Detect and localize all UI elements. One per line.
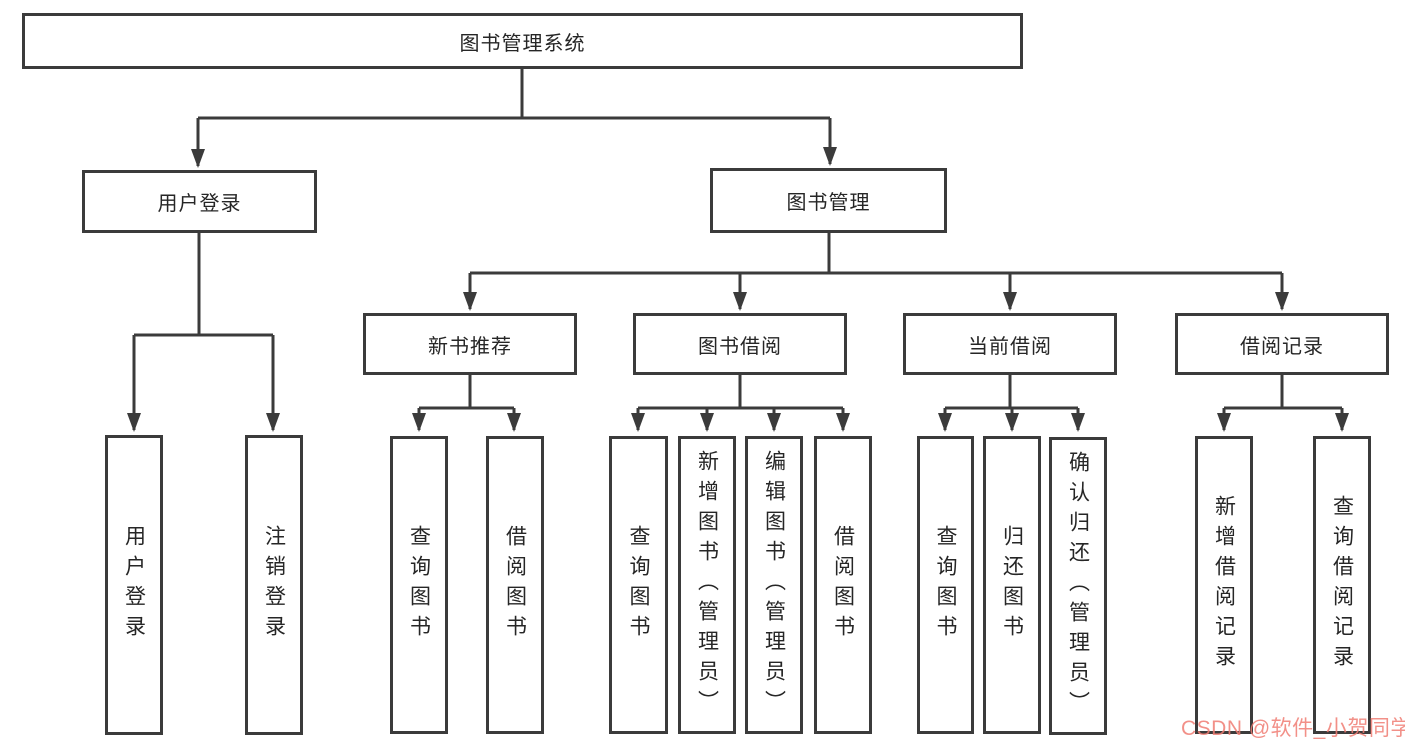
node-label: 归还图书	[1000, 525, 1024, 645]
node-label: 借阅记录	[1240, 335, 1324, 358]
node-label: 注销登录	[262, 525, 286, 645]
node-leaf-rec-query-record: 查询借阅记录	[1313, 436, 1371, 734]
node-leaf-rec-add-record: 新增借阅记录	[1195, 436, 1253, 734]
node-label: 查询图书	[627, 525, 650, 645]
node-leaf-cur-return-books: 归还图书	[983, 436, 1041, 734]
node-leaf-bw-add-books-admin: 新增图书（管理员）	[678, 436, 736, 734]
node-label: 新增图书（管理员）	[695, 450, 719, 720]
node-label: 当前借阅	[968, 335, 1052, 358]
csdn-watermark: CSDN @软件_小贺同学	[1181, 717, 1405, 740]
node-label: 新书推荐	[428, 335, 512, 358]
node-book-borrow: 图书借阅	[633, 313, 847, 375]
node-label: 查询图书	[934, 525, 957, 645]
node-leaf-cur-confirm-return-admin: 确认归还（管理员）	[1049, 437, 1107, 735]
node-leaf-nb-query-books: 查询图书	[390, 436, 448, 734]
node-new-book-recommend: 新书推荐	[363, 313, 577, 375]
node-label: 图书借阅	[698, 335, 782, 358]
node-label: 新增借阅记录	[1212, 495, 1236, 675]
node-leaf-cur-query-books: 查询图书	[917, 436, 974, 734]
node-label: 借阅图书	[503, 525, 527, 645]
node-book-mgmt: 图书管理	[710, 168, 947, 233]
node-leaf-bw-borrow-books: 借阅图书	[814, 436, 872, 734]
node-user-login: 用户登录	[82, 170, 317, 233]
node-label: 查询借阅记录	[1330, 495, 1354, 675]
node-label: 图书管理	[786, 192, 871, 214]
node-label: 编辑图书（管理员）	[762, 450, 786, 720]
node-leaf-bw-query-books: 查询图书	[609, 436, 668, 734]
node-label: 用户登录	[157, 193, 242, 215]
node-leaf-logout: 注销登录	[245, 435, 303, 735]
node-leaf-user-login: 用户登录	[105, 435, 163, 735]
node-label: 确认归还（管理员）	[1066, 451, 1090, 721]
node-leaf-bw-edit-books-admin: 编辑图书（管理员）	[745, 436, 803, 734]
node-label: 用户登录	[122, 525, 146, 645]
node-leaf-nb-borrow-books: 借阅图书	[486, 436, 544, 734]
node-label: 借阅图书	[831, 525, 855, 645]
node-current-borrow: 当前借阅	[903, 313, 1117, 375]
node-label: 图书管理系统	[459, 32, 586, 55]
node-library-system: 图书管理系统	[22, 13, 1023, 69]
node-label: 查询图书	[407, 525, 431, 645]
node-borrow-records: 借阅记录	[1175, 313, 1389, 375]
